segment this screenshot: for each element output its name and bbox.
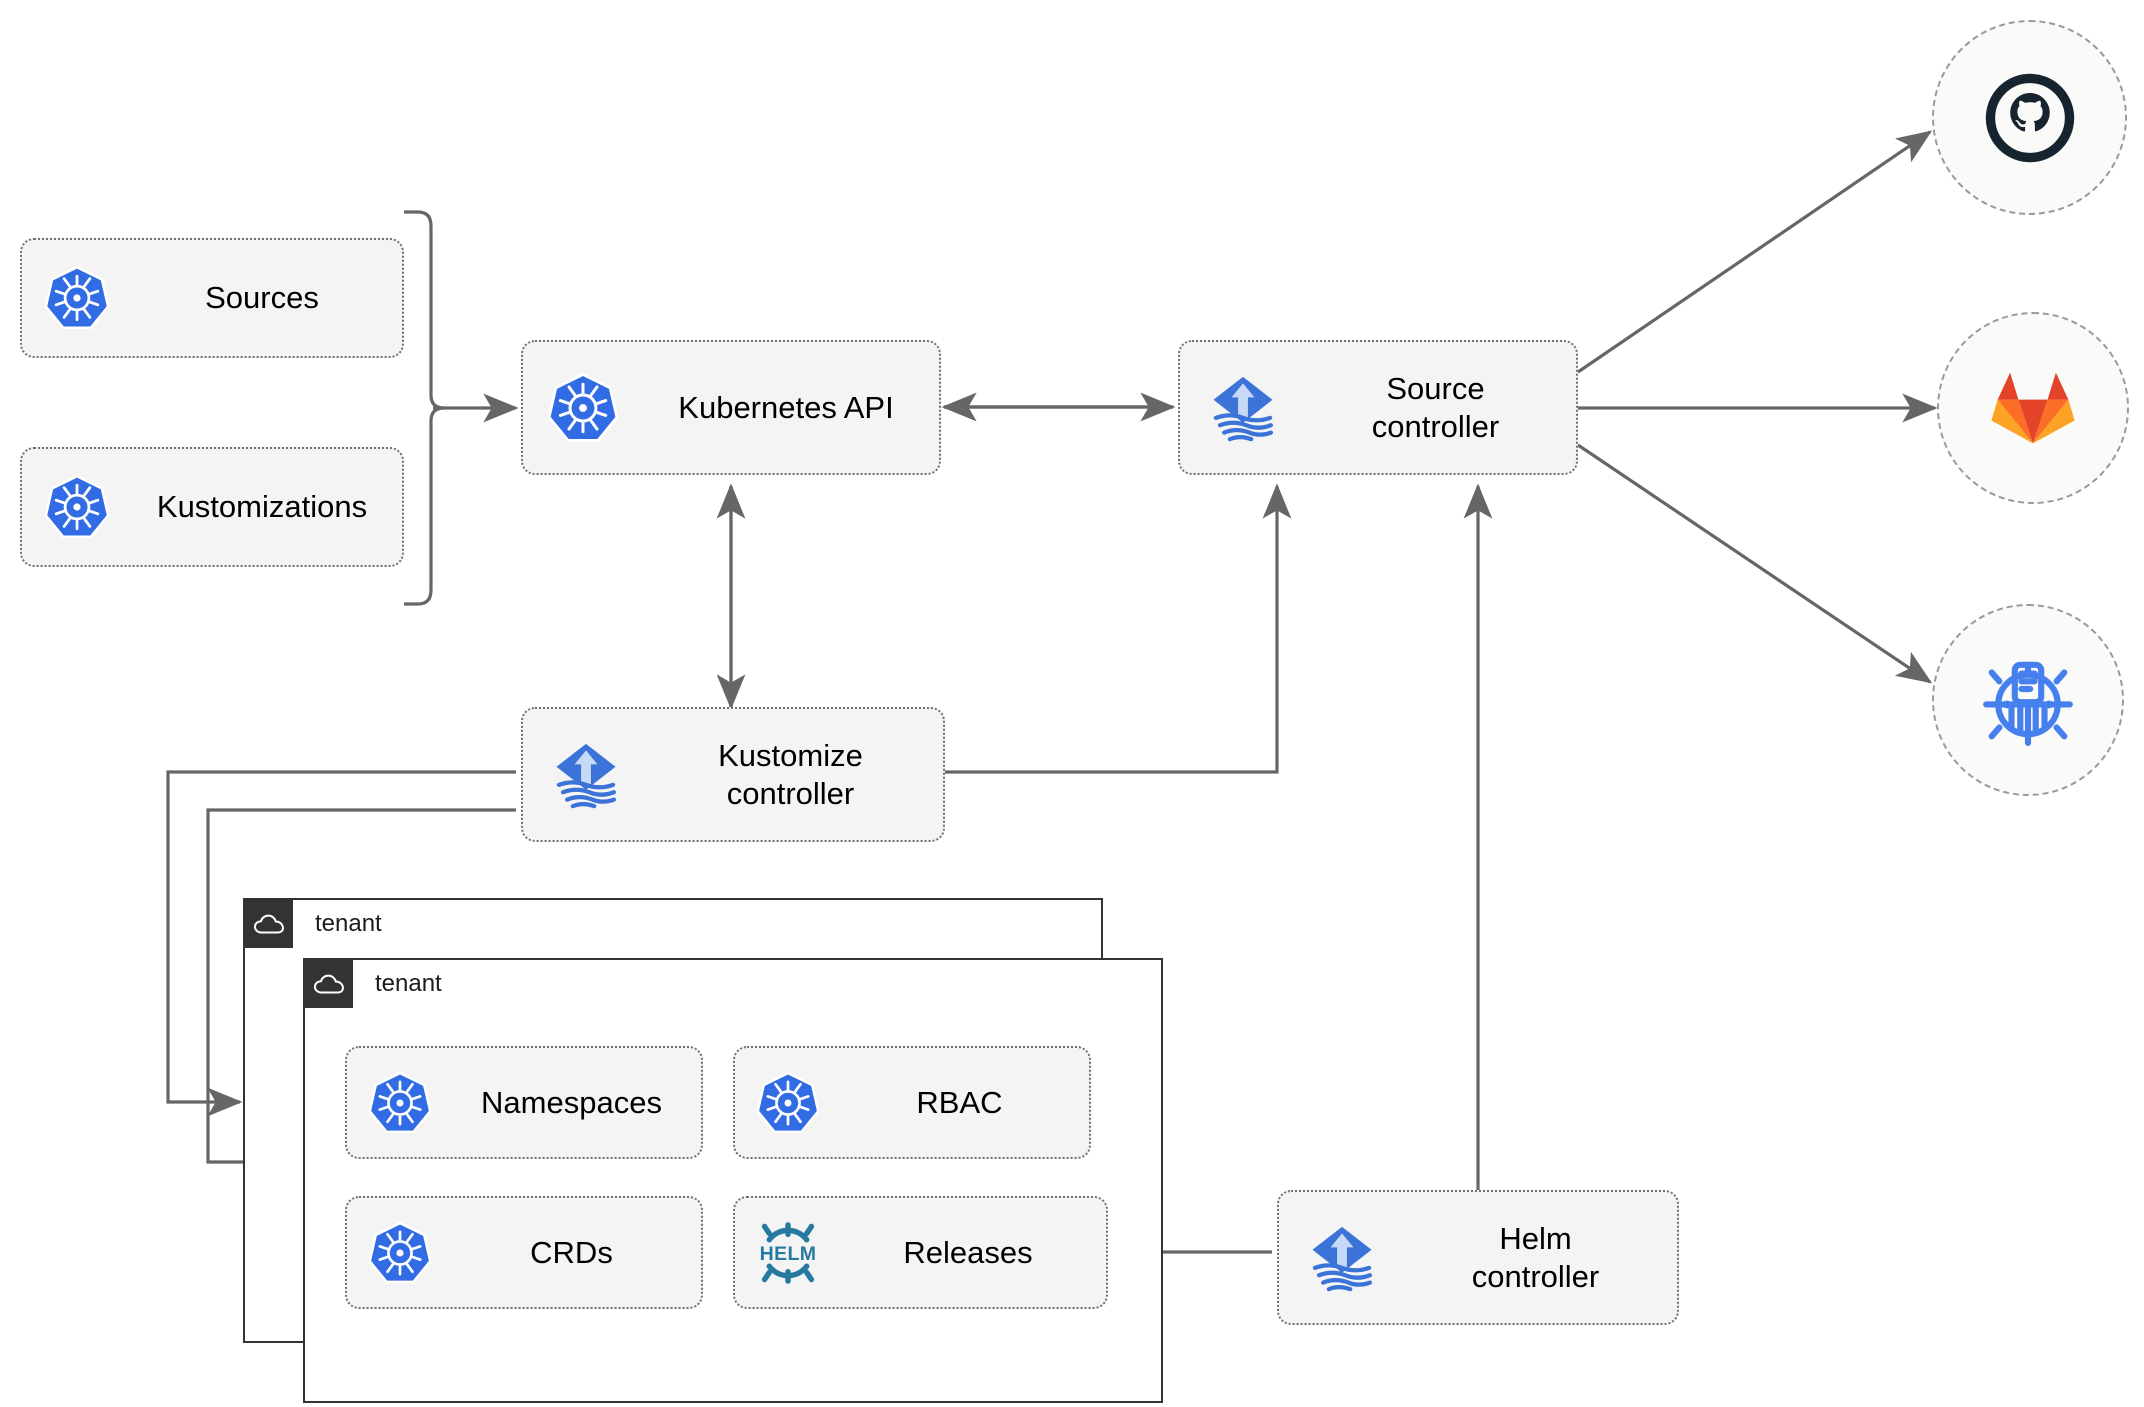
gitlab-icon bbox=[1991, 372, 2075, 444]
kubernetes-icon bbox=[735, 1070, 840, 1136]
node-label: Source controller bbox=[1371, 371, 1500, 444]
kubernetes-icon bbox=[22, 264, 132, 332]
endpoint-helm-repository[interactable] bbox=[1932, 604, 2124, 796]
resource-namespaces[interactable]: Namespaces bbox=[345, 1046, 703, 1159]
resource-label: CRDs bbox=[530, 1234, 613, 1270]
resource-label: Releases bbox=[903, 1234, 1033, 1270]
tenant-panel-inner[interactable]: tenant bbox=[303, 958, 1163, 1403]
flux-icon bbox=[1180, 367, 1305, 449]
resource-crds[interactable]: CRDs bbox=[345, 1196, 703, 1309]
github-icon bbox=[1985, 73, 2074, 162]
endpoint-github[interactable] bbox=[1932, 20, 2127, 215]
node-label: Sources bbox=[205, 280, 319, 316]
tenant-name: tenant bbox=[315, 910, 382, 937]
flux-icon bbox=[523, 734, 648, 816]
endpoint-gitlab[interactable] bbox=[1937, 312, 2129, 504]
node-label: Kustomizations bbox=[156, 489, 368, 525]
node-sources[interactable]: Sources bbox=[20, 238, 404, 358]
resource-releases[interactable]: HELM Releases bbox=[733, 1196, 1108, 1309]
tenant-header: tenant bbox=[245, 900, 382, 948]
tenant-header: tenant bbox=[305, 960, 442, 1008]
node-label: Kustomize controller bbox=[718, 738, 863, 811]
kubernetes-icon bbox=[523, 371, 643, 445]
node-helm-controller[interactable]: Helm controller bbox=[1277, 1190, 1679, 1325]
node-source-controller[interactable]: Source controller bbox=[1178, 340, 1578, 475]
svg-text:HELM: HELM bbox=[759, 1243, 816, 1265]
cloud-icon bbox=[305, 960, 353, 1008]
resource-label: RBAC bbox=[916, 1084, 1003, 1120]
node-kustomizations[interactable]: Kustomizations bbox=[20, 447, 404, 567]
kubernetes-icon bbox=[347, 1220, 452, 1286]
resource-label: Namespaces bbox=[481, 1084, 662, 1120]
resource-rbac[interactable]: RBAC bbox=[733, 1046, 1091, 1159]
helm-repository-icon bbox=[1983, 661, 2073, 746]
helm-icon: HELM bbox=[735, 1214, 840, 1292]
kubernetes-icon bbox=[22, 473, 132, 541]
kubernetes-icon bbox=[347, 1070, 452, 1136]
node-label: Helm controller bbox=[1471, 1221, 1600, 1294]
cloud-icon bbox=[245, 900, 293, 948]
flux-icon bbox=[1279, 1217, 1404, 1299]
node-kustomize-controller[interactable]: Kustomize controller bbox=[521, 707, 945, 842]
tenant-name: tenant bbox=[375, 970, 442, 997]
node-label: Kubernetes API bbox=[678, 389, 894, 425]
node-kubernetes-api[interactable]: Kubernetes API bbox=[521, 340, 941, 475]
